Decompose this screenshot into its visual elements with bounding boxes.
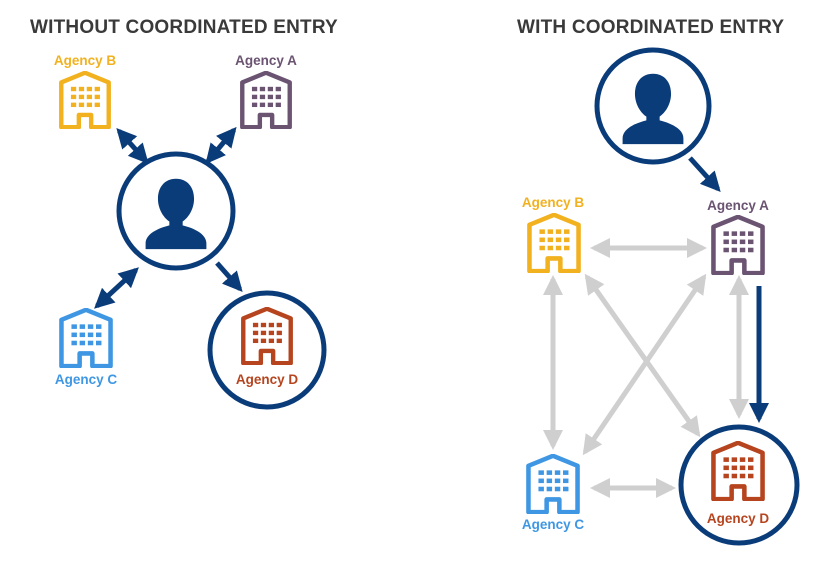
arrow-agency-a-agency-c xyxy=(582,273,707,456)
left-agency-c-label: Agency C xyxy=(55,372,118,387)
right-agency-d: Agency D xyxy=(678,424,800,546)
arrow-person-agency-d xyxy=(215,261,243,292)
building-icon xyxy=(61,73,108,127)
arrow-person-to-agency-a xyxy=(688,156,721,192)
arrow-agency-b-agency-d xyxy=(584,273,701,438)
arrow-person-agency-c xyxy=(94,267,139,309)
left-agency-d-label: Agency D xyxy=(236,372,299,387)
right-agency-d-label: Agency D xyxy=(707,511,770,526)
left-agency-c: Agency C xyxy=(55,310,118,387)
arrow-person-agency-b xyxy=(116,128,149,164)
right-agency-c-label: Agency C xyxy=(522,517,585,532)
building-icon xyxy=(242,73,289,127)
right-agency-a: Agency A xyxy=(707,198,769,273)
left-panel-title: WITHOUT COORDINATED ENTRY xyxy=(30,17,338,38)
right-agency-c: Agency C xyxy=(522,456,585,532)
right-panel-title: WITH COORDINATED ENTRY xyxy=(517,17,784,38)
right-person-node xyxy=(594,47,712,165)
left-connections xyxy=(94,126,243,309)
left-person-node xyxy=(116,151,236,271)
right-agency-b-label: Agency B xyxy=(522,195,585,210)
building-icon xyxy=(529,215,578,271)
arrow-person-agency-a xyxy=(205,126,237,165)
right-agency-a-label: Agency A xyxy=(707,198,769,213)
left-agency-a-label: Agency A xyxy=(235,53,297,68)
building-icon xyxy=(713,217,762,273)
left-agency-b: Agency B xyxy=(54,53,117,127)
right-gray-connections xyxy=(543,238,749,498)
right-navy-path xyxy=(688,156,769,423)
left-agency-a: Agency A xyxy=(235,53,297,127)
left-agency-d: Agency D xyxy=(207,290,327,410)
building-icon xyxy=(528,456,577,512)
building-icon xyxy=(61,310,110,366)
right-agency-b: Agency B xyxy=(522,195,585,271)
left-agency-b-label: Agency B xyxy=(54,53,117,68)
